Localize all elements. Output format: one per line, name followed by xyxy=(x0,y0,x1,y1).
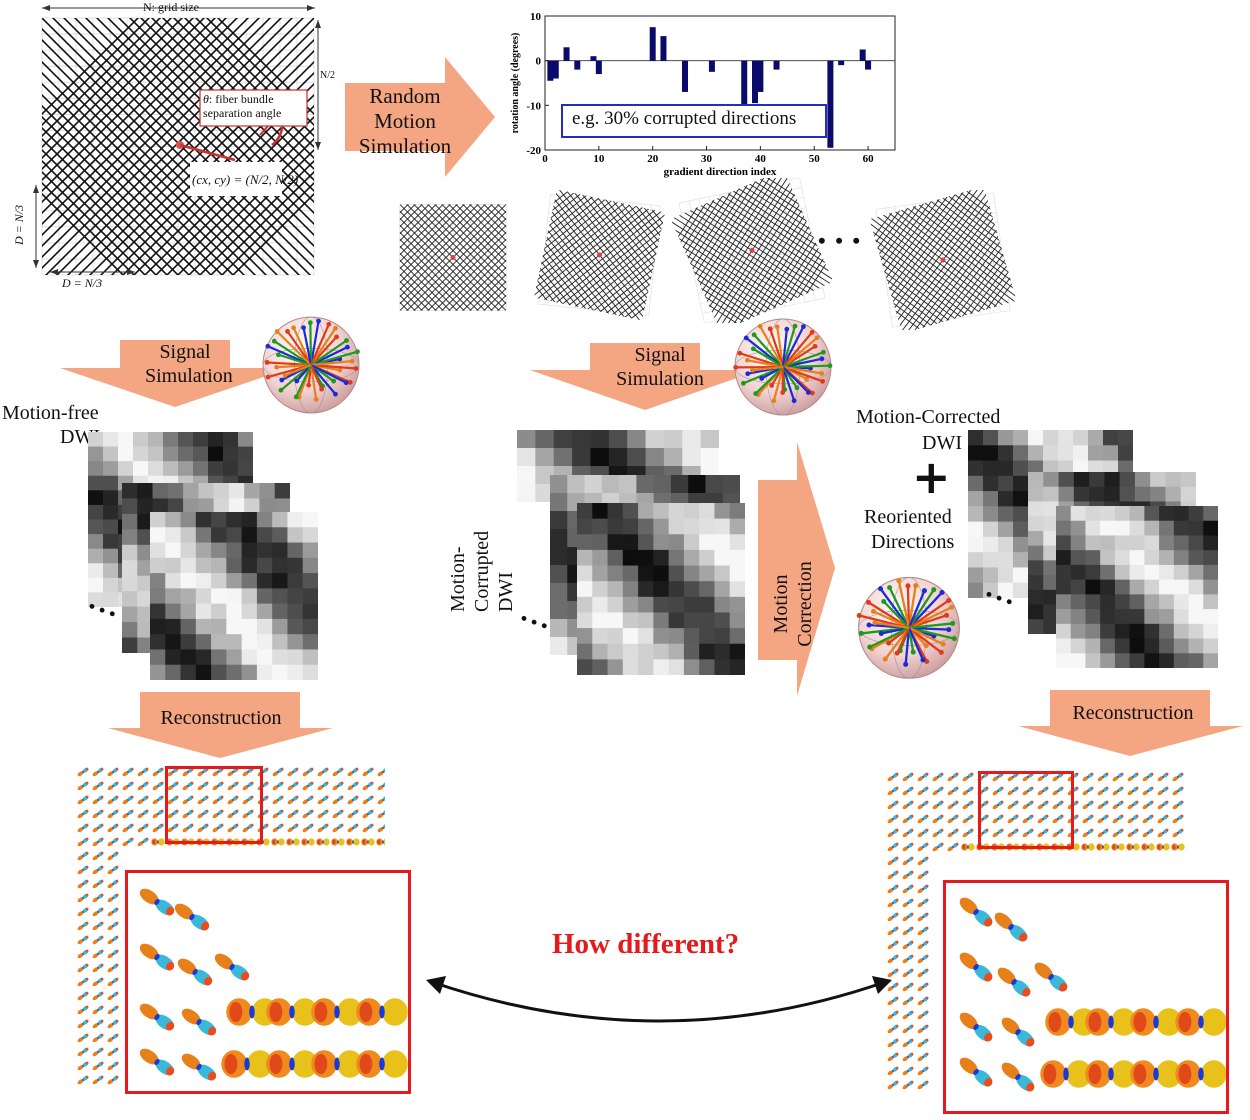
d-bottom-label: D = N/3 xyxy=(62,276,103,290)
bar-10 xyxy=(741,60,748,108)
zoom-box-left-large xyxy=(125,870,411,1094)
motion-grid-3 xyxy=(672,178,832,323)
x-tick-10: 10 xyxy=(593,153,605,165)
bar-11 xyxy=(752,60,758,104)
bar-6 xyxy=(649,27,656,61)
dwi-mid-ellipsis: • • • xyxy=(517,607,551,637)
x-tick-0: 0 xyxy=(542,153,548,165)
signal-sim-arrow-mid xyxy=(530,343,760,410)
y-tick--10: -10 xyxy=(526,100,541,112)
corrupted-directions-text: e.g. 30% corrupted directions xyxy=(572,108,797,129)
bar-4 xyxy=(590,56,597,61)
motion-grid-4 xyxy=(869,190,1017,330)
motion-corrected-label: Motion-Corrected xyxy=(856,406,1001,428)
directions-label: Directions xyxy=(871,531,955,553)
y-axis-label: rotation angle (degrees) xyxy=(510,33,521,134)
reconstruction-label-left: Reconstruction xyxy=(160,707,282,729)
bar-7 xyxy=(660,36,667,61)
bar-8 xyxy=(682,60,688,92)
x-tick-50: 50 xyxy=(809,153,821,165)
bar-14 xyxy=(827,60,834,148)
corrupted-directions-callout xyxy=(561,104,827,138)
y-tick-10: 10 xyxy=(530,11,542,23)
bar-16 xyxy=(859,49,866,61)
theta-label-line2: separation angle xyxy=(203,106,282,120)
comparison-double-arrow xyxy=(426,976,892,1023)
x-tick-40: 40 xyxy=(755,153,767,165)
zoom-box-left-small xyxy=(165,766,263,844)
bar-1 xyxy=(552,60,559,79)
x-tick-20: 20 xyxy=(647,153,659,165)
bar-3 xyxy=(574,60,581,70)
odf-zoom-left xyxy=(127,872,409,1092)
motion-correction-label: Motion Correction xyxy=(770,561,816,647)
reconstruction-arrow-right xyxy=(1018,690,1243,756)
reconstruction-arrow-left xyxy=(108,692,333,758)
zoom-box-right-small xyxy=(978,771,1074,849)
bar-13 xyxy=(773,60,780,70)
bar-2 xyxy=(563,47,570,61)
reoriented-label: Reoriented xyxy=(864,506,952,528)
y-tick--20: -20 xyxy=(526,145,541,157)
theta-label-line1: : fiber bundle xyxy=(208,92,274,106)
theta-symbol: θ xyxy=(203,92,209,106)
signal-sim-arrow-left xyxy=(60,340,290,407)
gradient-sphere-mid xyxy=(733,318,833,416)
center-coordinate-label: (cx, cy) = (N/2, N/2) xyxy=(192,172,299,187)
motion-grid-1 xyxy=(399,204,507,311)
random-motion-label: Random Motion Simulation xyxy=(358,84,452,158)
bar-15 xyxy=(838,60,845,66)
rotation-angle-chart: 0 10 20 30 40 50 60 10 0 -10 -20 gradient direction… xyxy=(510,11,896,178)
motion-correction-arrow xyxy=(758,442,835,696)
motion-corrupted-label: Motion-Corrupted DWI xyxy=(447,530,517,612)
theta-label: θ: fiber bundle separation angle xyxy=(203,92,281,120)
zoom-box-right-large xyxy=(943,880,1229,1114)
gradient-sphere-left xyxy=(262,316,360,414)
ellipsis-dots: • • • xyxy=(818,228,863,253)
y-tick-0: 0 xyxy=(536,56,542,68)
x-tick-60: 60 xyxy=(863,153,875,165)
grid-size-label: N: grid size xyxy=(143,0,199,14)
odf-zoom-right xyxy=(946,882,1226,1110)
plus-sign: + xyxy=(912,450,951,504)
dwi-image-free-3 xyxy=(150,512,318,680)
gradient-sphere-right xyxy=(856,576,960,679)
how-different-label: How different? xyxy=(552,928,740,960)
motion-grid-2 xyxy=(533,190,666,320)
dwi-image-corrected-3 xyxy=(1056,506,1218,668)
x-axis-label: gradient direction index xyxy=(664,166,777,178)
bar-17 xyxy=(865,60,872,70)
odf-field-right xyxy=(887,772,1185,1090)
d-left-label: D = N/3 xyxy=(12,204,26,245)
bar-0 xyxy=(547,60,554,81)
x-tick-30: 30 xyxy=(701,153,713,165)
bar-12 xyxy=(757,60,764,92)
signal-sim-label-mid: Signal Simulation xyxy=(616,344,704,390)
signal-sim-label-left: Signal Simulation xyxy=(145,341,233,387)
fiber-grid-diagram xyxy=(33,5,321,276)
bar-9 xyxy=(708,60,715,72)
random-motion-arrow xyxy=(345,57,495,177)
motion-free-label: Motion-free xyxy=(2,402,99,424)
bar-5 xyxy=(595,60,602,75)
reconstruction-label-right: Reconstruction xyxy=(1072,702,1194,724)
odf-field-left xyxy=(77,767,385,1085)
half-grid-label: N/2 xyxy=(320,70,335,81)
dwi-image-corrupted-3 xyxy=(577,503,745,675)
dwi-right-label: DWI xyxy=(922,432,962,454)
